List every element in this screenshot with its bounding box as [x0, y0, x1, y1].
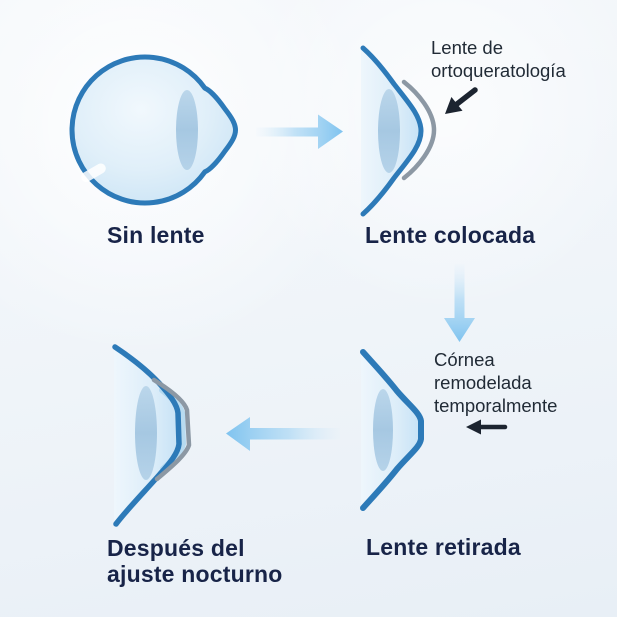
- annotation-line: ortoqueratología: [431, 60, 566, 81]
- right-arrow-icon: [256, 114, 343, 149]
- panel-label-lente-retirada: Lente retirada: [366, 534, 521, 560]
- annotation-line: Córnea: [434, 349, 495, 370]
- crystalline-lens: [135, 386, 157, 480]
- label-line: ajuste nocturno: [107, 561, 283, 587]
- cornea-outline: [360, 349, 424, 511]
- crystalline-lens: [373, 389, 393, 471]
- ortho-k-lens-icon: [151, 377, 192, 482]
- cornea-outline: [360, 45, 424, 217]
- panel-label-lente-colocada: Lente colocada: [365, 222, 536, 248]
- cornea-outline: [112, 344, 182, 527]
- eyeball-outline: [69, 54, 238, 206]
- annotation-line: remodelada: [434, 372, 532, 393]
- ortho-k-lens-icon: [401, 79, 437, 181]
- down-arrow-icon: [444, 264, 475, 342]
- crystalline-lens: [176, 90, 198, 170]
- panel-label-sin-lente: Sin lente: [107, 222, 205, 248]
- panel-label-despues-ajuste: Después del ajuste nocturno: [107, 535, 283, 587]
- ortho-k-lens-annotation: Lente de ortoqueratología: [431, 36, 566, 82]
- label-line: Después del: [107, 535, 245, 561]
- cornea-after-night-illustration: [112, 344, 192, 527]
- cornea-remodeled-illustration: [360, 349, 424, 511]
- down-left-arrow-icon: [445, 87, 478, 114]
- eye-highlight: [81, 163, 106, 182]
- annotation-line: Lente de: [431, 37, 504, 58]
- crystalline-lens: [378, 89, 400, 173]
- cornea-lens-placed-illustration: [360, 45, 437, 217]
- remodeled-cornea-annotation: Córnea remodelada temporalmente: [434, 348, 557, 417]
- eye-without-lens-illustration: [69, 54, 238, 206]
- annotation-line: temporalmente: [434, 395, 558, 416]
- left-arrow-icon: [466, 419, 508, 435]
- left-flow-arrow-icon: [226, 417, 340, 451]
